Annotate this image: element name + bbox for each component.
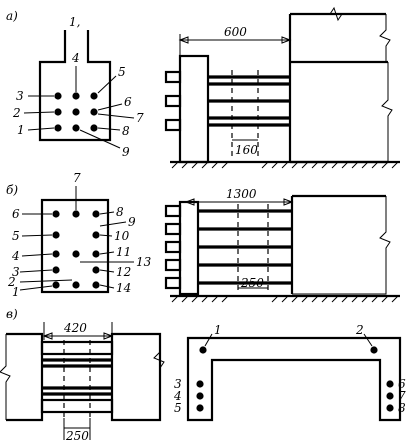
leaders-a — [23, 66, 135, 149]
bar-number: 5 — [12, 229, 20, 243]
bar-number: 5 — [118, 65, 126, 79]
bar-number: 4 — [11, 249, 20, 263]
section-label-c: в) — [6, 307, 18, 321]
bar-dot — [54, 92, 62, 100]
panel-a: а) 1, 4 3 — [6, 6, 400, 169]
bar-dots-b — [52, 210, 100, 289]
bar-number: 5 — [174, 401, 182, 415]
bar-number: 1 — [214, 323, 222, 337]
dim-pitch-c: 250 — [65, 429, 89, 443]
elevation-a: 600 160 — [164, 6, 400, 169]
bar-number: 3 — [16, 89, 24, 103]
bar-dot — [72, 124, 80, 132]
column-left-a — [178, 54, 210, 164]
bar-number: 6 — [398, 377, 406, 391]
bar-number: 12 — [116, 265, 131, 279]
bar-number: 8 — [116, 205, 124, 219]
column-section-a — [38, 30, 112, 142]
elevation-b: 1300 250 — [164, 187, 400, 303]
bar-dot — [90, 92, 98, 100]
bar-number: 11 — [116, 245, 131, 259]
bar-number: 1 — [12, 285, 20, 299]
section-label-a: а) — [6, 9, 18, 23]
bar-number: 7 — [398, 389, 406, 403]
dim-overall-b: 1300 — [226, 187, 257, 201]
column-section-b — [40, 198, 110, 294]
panel-b: б) 7 6 5 4 3 2 — [6, 171, 400, 303]
bar-dot — [90, 108, 98, 116]
dim-overall-a: 600 — [224, 25, 247, 39]
bar-dot — [54, 124, 62, 132]
bar-number: 8 — [122, 124, 130, 138]
bar-number: 4 — [173, 389, 182, 403]
leaders-b — [19, 186, 134, 291]
bar-number: 13 — [136, 255, 152, 269]
bar-number: 7 — [136, 111, 144, 125]
bar-number: 4 — [71, 51, 80, 65]
bar-number: 10 — [114, 229, 130, 243]
label-top-a: 1, — [69, 15, 80, 29]
section-label-b: б) — [6, 183, 18, 197]
bar-number: 9 — [122, 145, 130, 159]
bar-number: 8 — [398, 401, 406, 415]
bar-number: 9 — [128, 215, 136, 229]
bar-dot — [72, 108, 80, 116]
bar-number: 7 — [73, 171, 81, 185]
bar-dot — [72, 92, 80, 100]
dim-pitch-b: 250 — [240, 276, 264, 290]
bar-dot — [90, 124, 98, 132]
dim-pitch-a: 160 — [235, 143, 258, 157]
dim-width-c: 420 — [63, 321, 87, 335]
column-left-b — [178, 200, 200, 296]
plan-c: 420 250 — [0, 321, 165, 443]
panel-c: в) 420 250 — [0, 307, 406, 443]
bar-number: 6 — [12, 207, 20, 221]
bar-number: 6 — [124, 95, 132, 109]
bar-dot — [54, 108, 62, 116]
bar-number: 1 — [17, 123, 25, 137]
bar-number: 2 — [7, 275, 16, 289]
bar-number: 3 — [12, 265, 20, 279]
frame-c — [186, 333, 402, 422]
bar-number: 2 — [355, 323, 364, 337]
bar-number: 14 — [116, 281, 131, 295]
bar-number: 3 — [174, 377, 182, 391]
bar-number: 2 — [12, 106, 21, 120]
bar-dots-a — [54, 92, 98, 132]
